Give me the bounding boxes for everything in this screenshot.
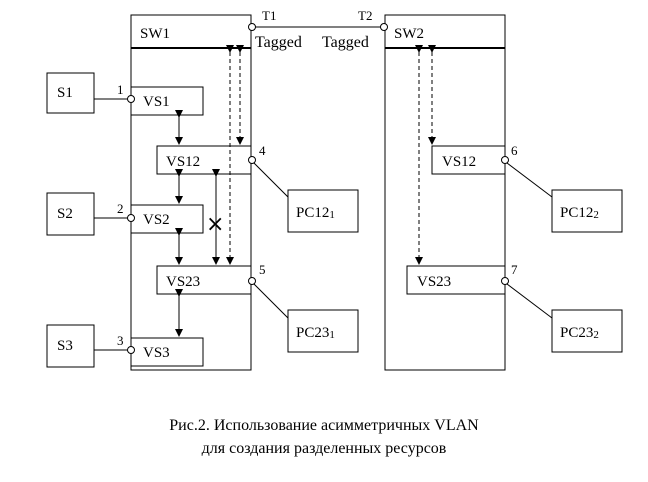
port-2 [127, 214, 135, 222]
pc12-1-label: PC121 [296, 205, 335, 221]
sw2-vs23: VS23 [406, 265, 506, 295]
tagged-left-label: Tagged [255, 34, 302, 51]
sw1-vs12-label: VS12 [166, 154, 200, 170]
trunk-link: T1 T2 Tagged Tagged [248, 8, 388, 51]
sw2-vs12: VS12 [431, 145, 506, 175]
port-t1 [248, 23, 256, 31]
sw1-vs23-label: VS23 [166, 274, 200, 290]
sw1-vs23: VS23 [156, 265, 252, 295]
server-s3: S3 [46, 324, 128, 368]
port-t2 [380, 23, 388, 31]
sw2-trunk-arrows [415, 45, 436, 265]
port-3 [127, 346, 135, 354]
sw1-label: SW1 [140, 26, 170, 42]
tagged-right-label: Tagged [322, 34, 369, 51]
port-4-label: 4 [259, 143, 266, 158]
pc12-2: PC122 [506, 162, 623, 233]
port-3-label: 3 [117, 333, 124, 348]
pc23-1-label: PC231 [296, 325, 335, 341]
port-7-label: 7 [511, 262, 518, 277]
sw1-vs1: VS1 [130, 86, 204, 116]
caption-line-1: Рис.2. Использование асимметричных VLAN [169, 417, 479, 434]
blocked-cross-icon: × [206, 212, 224, 237]
pc12-1: PC121 [253, 162, 359, 233]
ports: 1 2 3 4 5 6 7 [117, 82, 518, 354]
pc23-1: PC231 [253, 283, 359, 353]
port-4 [248, 156, 256, 164]
sw2-vs23-label: VS23 [417, 274, 451, 290]
switch-sw2: SW2 [384, 14, 506, 371]
port-2-label: 2 [117, 201, 124, 216]
sw2-vs12-label: VS12 [442, 154, 476, 170]
sw1-vs12: VS12 [156, 145, 252, 175]
port-6-label: 6 [511, 143, 518, 158]
pc12-2-label: PC122 [560, 205, 599, 221]
s2-label: S2 [57, 206, 73, 222]
sw2-label: SW2 [394, 26, 424, 42]
server-s1: S1 [46, 72, 128, 114]
port-1 [127, 95, 135, 103]
server-s2: S2 [46, 192, 128, 236]
pc23-2: PC232 [506, 283, 623, 353]
pc23-2-label: PC232 [560, 325, 599, 341]
sw1-vs3: VS3 [130, 337, 204, 367]
sw1-vs1-label: VS1 [143, 94, 170, 110]
switch-sw1: SW1 [130, 14, 252, 371]
t1-label: T1 [262, 8, 276, 23]
port-1-label: 1 [117, 82, 124, 97]
sw1-internal-arrows: × [175, 110, 224, 337]
sw1-vs2-label: VS2 [143, 212, 170, 228]
caption-line-2: для создания разделенных ресурсов [202, 440, 447, 457]
sw1-vs3-label: VS3 [143, 345, 170, 361]
port-7 [501, 277, 509, 285]
figure-caption: Рис.2. Использование асимметричных VLAN … [169, 417, 479, 457]
port-5 [248, 277, 256, 285]
sw1-vs2: VS2 [130, 204, 204, 234]
s3-label: S3 [57, 338, 73, 354]
sw1-trunk-arrows [226, 45, 244, 265]
s1-label: S1 [57, 85, 73, 101]
t2-label: T2 [358, 8, 372, 23]
port-5-label: 5 [259, 262, 266, 277]
port-6 [501, 156, 509, 164]
